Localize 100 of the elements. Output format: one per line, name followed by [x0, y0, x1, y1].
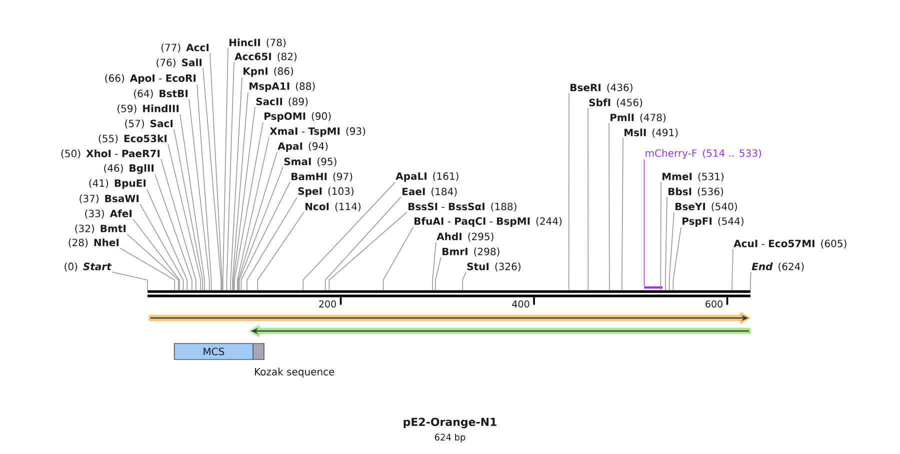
leader-line — [233, 106, 256, 291]
leader-line — [672, 227, 682, 291]
site-label: BssSI - BssSαI (188) — [408, 202, 516, 212]
leader-line — [196, 84, 212, 291]
site-label: MspA1I (88) — [250, 82, 315, 92]
site-label: SbfI (456) — [589, 98, 642, 108]
tick-label: 600 — [706, 300, 722, 308]
site-label: (50) XhoI - PaeR7I — [61, 150, 160, 158]
leader-line — [202, 68, 222, 291]
site-label: AhdI (295) — [436, 232, 494, 242]
site-label: (33) AfeI — [85, 210, 132, 218]
leader-line — [168, 144, 202, 291]
leader-line — [238, 166, 284, 291]
site-label: PmlI (478) — [610, 114, 666, 122]
site-label: (0) Start — [64, 262, 112, 272]
site-label: (64) BstBI — [134, 90, 188, 98]
site-label: (32) BmtI — [75, 224, 126, 234]
leader-line — [660, 182, 662, 291]
site-label: BseRI (436) — [570, 84, 632, 92]
leader-line — [140, 204, 184, 291]
feature-label: Kozak sequence — [255, 368, 334, 378]
leader-line — [154, 174, 192, 291]
site-label: SmaI (95) — [284, 158, 336, 166]
leader-line — [238, 152, 278, 291]
leader-line — [732, 248, 734, 291]
leader-line — [132, 218, 180, 291]
site-label: Acc65I (82) — [234, 52, 296, 62]
site-label: SacII (89) — [256, 98, 308, 106]
leader-line — [750, 272, 752, 291]
leader-line — [588, 108, 589, 291]
leader-line — [232, 92, 248, 291]
leader-line — [665, 196, 668, 291]
site-label: (55) Eco53kI — [98, 134, 166, 144]
site-label: KpnI (86) — [244, 67, 294, 77]
site-label: (76) SalI — [156, 58, 202, 68]
leader-line — [226, 62, 234, 291]
site-label: BamHI (97) — [292, 172, 352, 182]
leader-line — [668, 212, 674, 291]
tick-label: 200 — [319, 300, 336, 308]
feature-band — [148, 312, 750, 324]
tick-label: 400 — [512, 300, 530, 308]
leader-line — [246, 197, 298, 291]
leader-line — [257, 212, 304, 291]
site-label: XmaI - TspMI (93) — [270, 127, 366, 137]
leader-line — [112, 272, 148, 291]
site-label: BbsI (536) — [668, 188, 724, 196]
site-label: (77) AccI — [161, 44, 208, 52]
leader-line — [432, 242, 436, 291]
leader-line — [240, 182, 290, 291]
site-label: HincII (78) — [230, 38, 286, 48]
feature-band — [249, 325, 751, 337]
leader-line — [237, 137, 270, 291]
leader-line — [608, 122, 610, 291]
site-label: (66) ApoI - EcoRI — [105, 74, 196, 84]
leader-line — [174, 128, 203, 291]
sequence-bar — [148, 290, 750, 298]
site-label: PspOMI (90) — [264, 112, 331, 122]
leader-line — [180, 114, 205, 291]
leader-line — [210, 52, 222, 291]
site-label: (28) NheI — [68, 238, 118, 248]
site-label: (57) SacI — [125, 120, 172, 128]
leader-line — [328, 212, 408, 291]
leader-line — [622, 138, 624, 291]
site-label: MslI (491) — [624, 128, 678, 138]
feature-box: MCS — [174, 343, 254, 360]
leader-line — [234, 122, 264, 291]
leader-line — [160, 158, 196, 291]
site-label: (59) HindIII — [118, 104, 178, 114]
site-label: BfuAI - PaqCI - BspMI (244) — [414, 217, 562, 227]
site-label: BseYI (540) — [676, 202, 737, 212]
site-label: BmrI (298) — [442, 248, 500, 256]
leader-line — [230, 77, 242, 291]
leader-line — [302, 182, 396, 291]
leader-line — [462, 272, 466, 291]
leader-line — [382, 227, 414, 291]
site-label: ApaLI (161) — [396, 172, 458, 182]
site-label: MmeI (531) — [662, 172, 724, 182]
leader-line — [435, 256, 442, 291]
site-label: NcoI (114) — [306, 202, 361, 212]
sequence-length: 624 bp — [434, 434, 466, 442]
site-label: (46) BglII — [104, 164, 154, 174]
leader-line — [120, 248, 175, 291]
feature-box — [252, 343, 264, 360]
site-label: (37) BsaWI — [80, 194, 138, 204]
site-label: End (624) — [752, 262, 804, 272]
site-label: ApaI (94) — [278, 142, 328, 152]
map-title: pE2-Orange-N1 — [404, 418, 496, 428]
leader-line — [126, 234, 179, 291]
site-label: PspFI (544) — [682, 217, 744, 227]
leader-line — [222, 48, 228, 291]
primer-label: mCherry-F (514 .. 533) — [646, 149, 762, 159]
site-label: SpeI (103) — [298, 187, 354, 197]
leader-line — [568, 92, 570, 291]
leader-line — [146, 189, 188, 291]
site-label: AcuI - Eco57MI (605) — [734, 240, 846, 248]
primer-bar — [644, 286, 663, 289]
site-label: (41) BpuEI — [89, 179, 146, 189]
leader-line — [324, 196, 402, 291]
leader-line — [644, 159, 645, 287]
site-label: EaeI (184) — [402, 188, 457, 196]
